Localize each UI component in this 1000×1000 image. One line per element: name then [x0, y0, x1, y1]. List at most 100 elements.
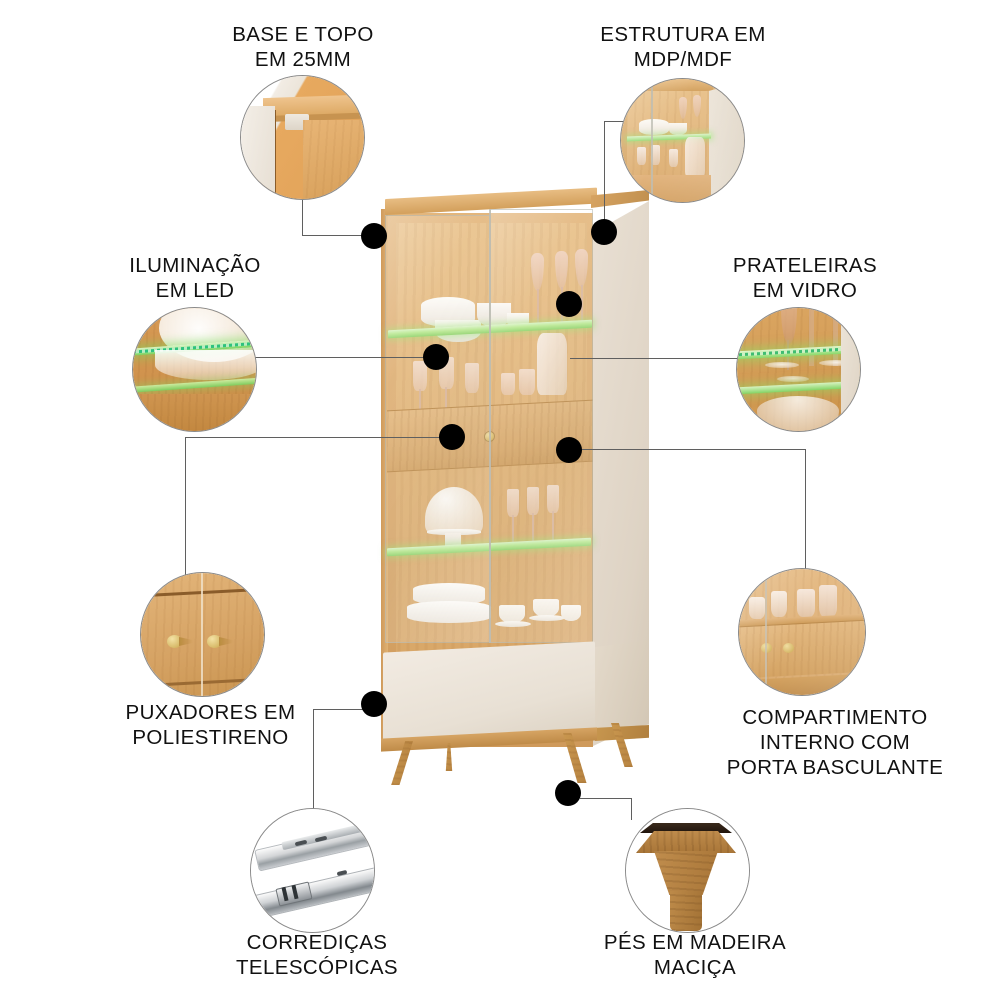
- callout-bubble-base-e-topo: [240, 75, 365, 200]
- bubble-art-puxador-knob-left: [167, 635, 182, 648]
- connector-compartimento-h: [570, 449, 806, 450]
- door-mullion: [489, 209, 491, 643]
- callout-label-pes-madeira: PÉS EM MADEIRA MACIÇA: [603, 931, 787, 979]
- bubble-art-topo-front: [303, 120, 364, 199]
- connector-estrutura-v: [604, 121, 605, 233]
- bubble-art-prat-glassring-1: [765, 362, 799, 368]
- bubble-art-estrutura-flute-1: [679, 97, 687, 119]
- bubble-art-pes-top-block: [636, 831, 736, 853]
- bubble-art-led-glass: [155, 350, 256, 380]
- connector-puxadores-h: [185, 437, 453, 438]
- callout-label-estrutura: ESTRUTURA EM MDP/MDF: [600, 23, 766, 71]
- bubble-art-compart-glass-overlay: [739, 569, 865, 695]
- connector-base-topo-v: [302, 200, 303, 235]
- bubble-art-compart-glass-2: [771, 591, 787, 617]
- wine-stem-2: [532, 513, 534, 547]
- glass-stem-4: [419, 389, 421, 411]
- saucer-1: [495, 621, 531, 627]
- bubble-art-prat-stem-3: [833, 308, 838, 366]
- bubble-art-prat-glassring-2: [819, 360, 853, 366]
- connector-pes-h: [580, 798, 632, 799]
- plate-stack-upper: [413, 583, 485, 605]
- bubble-art-puxador-shadow-right: [219, 637, 233, 646]
- plate-stack-lower: [407, 601, 491, 623]
- callout-bubble-prateleiras-vidro: [736, 307, 861, 432]
- bubble-art-puxador-knob-right: [207, 635, 222, 648]
- callout-dot-compartimento: [556, 437, 582, 463]
- bubble-art-prat-stem-2: [809, 308, 814, 366]
- bubble-art-estrutura-mullion: [651, 79, 653, 202]
- glass-tumbler-1: [413, 361, 427, 391]
- cake-dome-cover: [425, 487, 483, 533]
- bubble-art-compart-mullion: [765, 569, 767, 695]
- connector-led-h: [254, 357, 436, 358]
- bubble-art-estrutura-flute-2: [693, 95, 701, 117]
- bubble-art-estrutura-cup-3: [669, 149, 678, 167]
- glass-stem-5: [445, 387, 447, 409]
- callout-dot-estrutura: [591, 219, 617, 245]
- bubble-art-estrutura-side: [709, 81, 744, 202]
- teacup-1: [499, 605, 525, 623]
- wine-stem-1: [512, 515, 514, 547]
- glass-flute-1: [531, 253, 544, 291]
- cabinet-leg-rear-left: [445, 743, 453, 771]
- glass-tumbler-3: [465, 363, 479, 393]
- cabinet-plinth-side: [595, 725, 649, 741]
- bubble-art-estrutura-jug: [685, 137, 705, 177]
- bubble-art-topo-side: [241, 106, 275, 199]
- bubble-art-estrutura-plates: [639, 119, 669, 135]
- glass-stem-1: [537, 289, 539, 327]
- cabinet-left-edge: [381, 209, 388, 749]
- bubble-art-prat-bowl: [757, 396, 839, 431]
- connector-estrutura-h: [604, 121, 628, 122]
- bubble-art-compart-knob-2[interactable]: [783, 643, 794, 653]
- callout-dot-iluminacao-led: [423, 344, 449, 370]
- callout-dot-pes-madeira: [555, 780, 581, 806]
- bubble-art-estrutura-cup-2: [651, 145, 660, 165]
- wine-glass-1: [507, 489, 519, 517]
- callout-bubble-estrutura: [620, 78, 745, 203]
- wine-glass-2: [527, 487, 539, 515]
- bubble-art-prat-side: [841, 308, 860, 431]
- bubble-art-led-base: [133, 394, 256, 431]
- glass-flute-2: [555, 251, 568, 289]
- glass-door-right[interactable]: [490, 209, 593, 643]
- saucer-2: [529, 615, 565, 621]
- callout-label-iluminacao-led: ILUMINAÇÃO EM LED: [129, 254, 261, 302]
- connector-corredicas-h: [313, 709, 375, 710]
- bubble-art-pes-mount-plate: [640, 823, 732, 833]
- connector-puxadores-v: [185, 437, 186, 577]
- bubble-art-compart-glass-1: [749, 597, 765, 619]
- bubble-art-compart-glass-3: [797, 589, 815, 617]
- connector-base-topo-h: [302, 235, 376, 236]
- bubble-art-puxador-shadow-left: [179, 637, 193, 646]
- callout-dot-corredicas: [361, 691, 387, 717]
- bubble-art-pes-leg-shaft: [670, 891, 702, 931]
- glass-door-left[interactable]: [385, 215, 490, 643]
- bubble-art-compart-glass-4: [819, 585, 837, 617]
- glass-flute-3: [575, 249, 588, 287]
- callout-bubble-corredicas: [250, 808, 375, 933]
- callout-bubble-pes-madeira: [625, 808, 750, 933]
- callout-bubble-iluminacao-led: [132, 307, 257, 432]
- connector-prateleiras-h: [570, 358, 738, 359]
- connector-compartimento-v: [805, 449, 806, 574]
- callout-label-puxadores: PUXADORES EM POLIESTIRENO: [125, 701, 296, 749]
- callout-label-base-e-topo: BASE E TOPO EM 25MM: [232, 23, 374, 71]
- wine-stem-3: [552, 511, 554, 545]
- callout-bubble-puxadores: [140, 572, 265, 697]
- callout-label-prateleiras-vidro: PRATELEIRAS EM VIDRO: [732, 254, 878, 302]
- bubble-art-prat-glass-1: [781, 308, 797, 344]
- callout-label-corredicas: CORREDIÇAS TELESCÓPICAS: [235, 931, 398, 979]
- glass-tumbler-4: [501, 373, 515, 395]
- bubble-art-estrutura-glass: [621, 79, 744, 202]
- bubble-art-compart-knob-1[interactable]: [761, 643, 772, 653]
- dish-bowl-medium: [477, 303, 511, 327]
- teacup-2: [533, 599, 559, 617]
- glass-tumbler-5: [519, 369, 535, 395]
- connector-corredicas-v: [313, 709, 314, 813]
- callout-label-compartimento: COMPARTIMENTO INTERNO COM PORTA BASCULAN…: [726, 706, 944, 779]
- bubble-art-puxadores-door-gap: [201, 573, 203, 696]
- bottom-drawer-side: [593, 640, 649, 732]
